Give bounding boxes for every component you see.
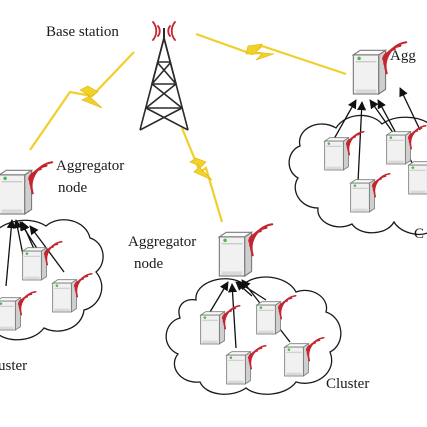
cluster-left-label: uster (0, 358, 27, 374)
link-tower-mid (180, 127, 224, 223)
cluster-right-label: C (414, 226, 424, 242)
link-tower-left (29, 51, 135, 151)
aggregator-left-server-icon (0, 161, 54, 216)
aggregator-left-label: Aggregator (56, 158, 124, 174)
aggregator-mid-server-icon (218, 223, 274, 278)
aggregator-right-label: Agg (390, 48, 416, 64)
lightning-bolt-icon (189, 157, 213, 181)
base-station-label: Base station (46, 24, 119, 40)
lightning-bolt-icon (245, 43, 275, 61)
aggregator-left-label-line2: node (58, 180, 88, 196)
cell-tower-icon (139, 21, 189, 131)
cluster-mid-label: Cluster (326, 376, 369, 392)
lightning-bolt-icon (79, 85, 103, 109)
aggregator-mid-label-line2: node (134, 256, 164, 272)
aggregator-mid-label: Aggregator (128, 234, 196, 250)
